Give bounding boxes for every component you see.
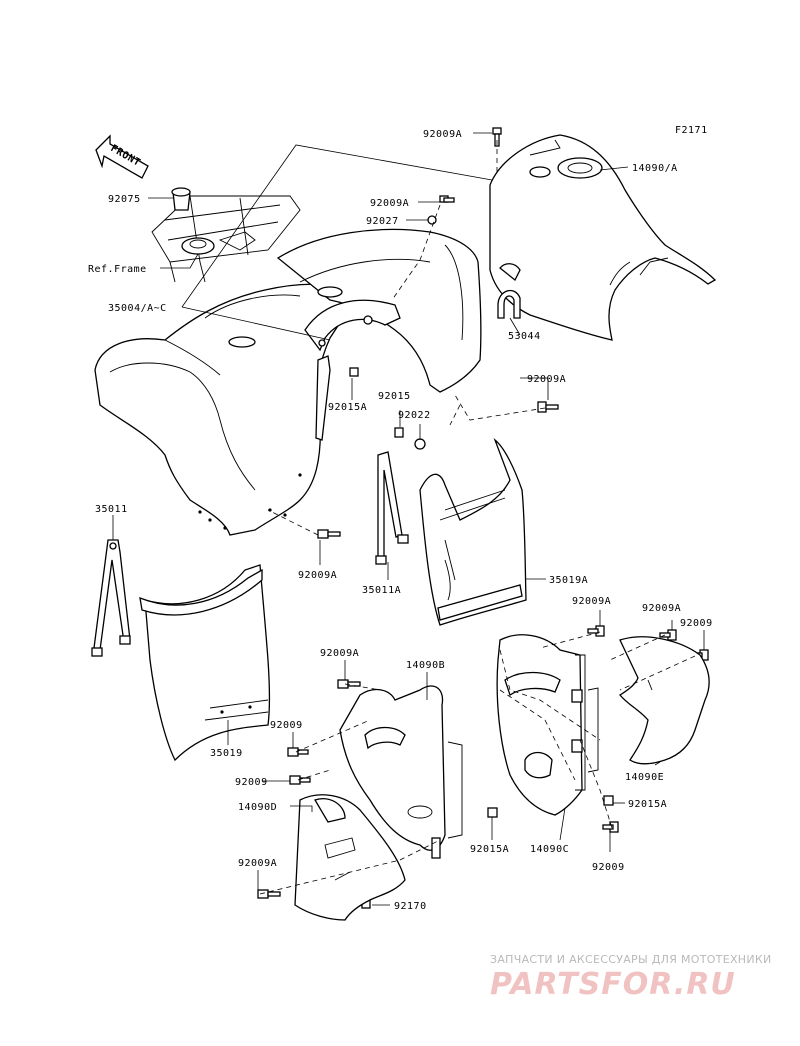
label-92022: 92022	[398, 410, 431, 421]
label-14090c: 14090C	[530, 844, 569, 855]
label-14090d: 14090D	[238, 802, 277, 813]
label-92009-c1: 92009	[270, 720, 303, 731]
label-14090b: 14090B	[406, 660, 445, 671]
label-92009a-right: 92009A	[527, 374, 566, 385]
side-plate-14090e	[587, 636, 710, 773]
bolt-92009a-right	[537, 401, 559, 413]
label-35011a: 35011A	[362, 585, 401, 596]
figure-code: F2171	[675, 125, 708, 136]
label-92015a-right: 92015A	[628, 799, 667, 810]
rubber-mount-92075	[171, 187, 191, 211]
label-92015a-left: 92015A	[328, 402, 367, 413]
watermark-brand: PARTSFOR.RU	[490, 967, 736, 1002]
label-92015a-center: 92015A	[470, 844, 509, 855]
label-35019a: 35019A	[549, 575, 588, 586]
label-35004: 35004/A~C	[108, 303, 167, 314]
label-92027: 92027	[366, 216, 399, 227]
stay-35011a	[375, 451, 409, 565]
stay-35011	[91, 539, 131, 657]
bolt-92009a-front	[317, 529, 341, 539]
label-92009a-r1: 92009A	[572, 596, 611, 607]
frame-reference	[151, 195, 301, 283]
label-92009a-front: 92009A	[298, 570, 337, 581]
clip-53044	[497, 289, 521, 319]
watermark: ЗАПЧАСТИ И АКСЕССУАРЫ ДЛЯ МОТОТЕХНИКИ PA…	[490, 953, 772, 1002]
nut-92015a-left	[349, 367, 359, 377]
watermark-tagline: ЗАПЧАСТИ И АКСЕССУАРЫ ДЛЯ МОТОТЕХНИКИ	[490, 953, 772, 966]
nut-92015	[394, 427, 404, 438]
part-labels: F2171 92009A 14090/A 92075 92009A 92027 …	[88, 125, 713, 912]
side-panel-14090c	[496, 634, 586, 816]
bolt-92009a-bot	[257, 889, 281, 899]
label-35019: 35019	[210, 748, 243, 759]
assembly-lines	[259, 140, 696, 895]
bolt-92009a-mid	[439, 195, 455, 203]
leader-lines	[112, 132, 705, 906]
washer-92027	[427, 215, 437, 225]
mudflap-35019	[139, 564, 271, 762]
bolt-92009-c1	[287, 747, 309, 757]
label-92170: 92170	[394, 901, 427, 912]
label-92075: 92075	[108, 194, 141, 205]
nut-92015a-right	[603, 795, 614, 806]
label-92009a-c: 92009A	[320, 648, 359, 659]
label-53044: 53044	[508, 331, 541, 342]
label-92009a-top: 92009A	[423, 129, 462, 140]
label-14090a: 14090/A	[632, 163, 678, 174]
front-fender-35004	[94, 228, 482, 536]
bolt-92009-c2	[289, 775, 311, 785]
label-92009-r4: 92009	[592, 862, 625, 873]
label-92009a-bot: 92009A	[238, 858, 277, 869]
label-92009-c2: 92009	[235, 777, 268, 788]
label-92009-r3: 92009	[680, 618, 713, 629]
label-35011: 35011	[95, 504, 128, 515]
label-92009a-mid: 92009A	[370, 198, 409, 209]
side-panel-14090b	[339, 685, 463, 859]
label-92015: 92015	[378, 391, 411, 402]
bolt-92009-r4	[602, 821, 619, 833]
front-arrow-icon: FRONT	[95, 134, 149, 179]
side-panel-14090d	[294, 794, 406, 921]
label-14090e: 14090E	[625, 772, 664, 783]
label-92009a-r2: 92009A	[642, 603, 681, 614]
mudflap-35019a	[419, 438, 527, 626]
bolt-92009a-c	[337, 679, 361, 689]
side-cover-14090a	[489, 134, 717, 341]
label-ref-frame: Ref.Frame	[88, 264, 147, 275]
washer-92022	[414, 438, 426, 450]
nut-92015a-center	[487, 807, 498, 818]
